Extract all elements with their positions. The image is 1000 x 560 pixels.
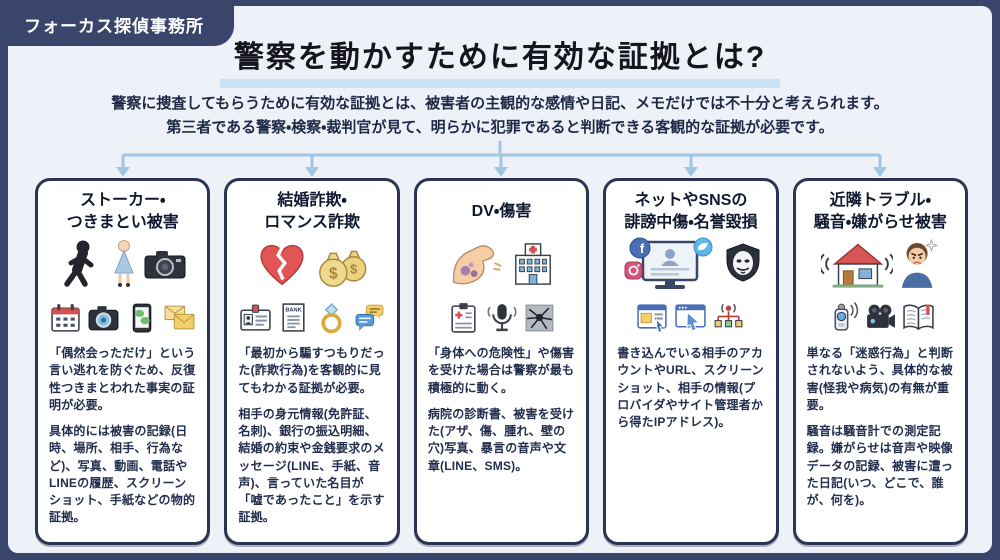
evidence-icons <box>614 296 767 338</box>
intro-text: 警察に捜査してもらうために有効な証拠とは、被害者の主観的な感情や日記、メモだけで… <box>0 92 1000 141</box>
card-body: 「偶然会っただけ」という言い逃れを防ぐため、反復性つきまとわれた事実の証明が必要… <box>49 346 196 525</box>
branch-arrows <box>116 141 887 177</box>
calendar-icon <box>51 303 80 332</box>
intro-line-2: 第三者である警察・検察・裁判官が見て、明らかに犯罪であると判断できる客観的な証拠… <box>166 119 834 137</box>
camera-icon <box>144 251 186 279</box>
money-bags-icon: $ $ <box>318 250 366 287</box>
bank-document-icon: BANK <box>282 302 305 332</box>
svg-text:$: $ <box>329 265 338 282</box>
evidence-cards: ストーカー・ つきまとい被害 <box>35 178 969 545</box>
id-card-icon <box>239 304 271 331</box>
page-title: 警察を動かすために有効な証拠とは? <box>0 32 1000 88</box>
main-icons <box>804 234 957 294</box>
card-neighbor-trouble: 近隣トラブル・ 騒音・嫌がらせ被害 <box>792 178 969 545</box>
diary-icon <box>903 304 934 330</box>
card-title: 近隣トラブル・ 騒音・嫌がらせ被害 <box>813 192 947 231</box>
card-title: ストーカー・ つきまとい被害 <box>66 192 179 231</box>
cracked-wall-icon <box>525 304 554 331</box>
ip-network-icon <box>715 303 743 327</box>
main-icons <box>46 234 199 294</box>
sound-meter-icon <box>834 301 858 331</box>
card-stalker: ストーカー・ つきまとい被害 <box>35 178 211 545</box>
evidence-icons <box>804 296 957 338</box>
medical-report-icon <box>451 302 476 333</box>
browser-cursor-icon <box>675 303 707 332</box>
card-sns-defamation: ネットやSNSの 誹謗中傷・名誉毀損 f <box>603 178 779 545</box>
svg-text:BANK: BANK <box>285 307 302 313</box>
ring-icon <box>321 302 342 333</box>
hospital-icon <box>515 243 551 285</box>
chat-bubbles-icon <box>355 304 384 331</box>
card-marriage-fraud: 結婚詐欺・ ロマンス詐欺 $ $ <box>224 178 400 545</box>
stalker-icon <box>63 240 94 287</box>
main-icons: $ $ <box>235 234 388 294</box>
noisy-house-icon <box>820 243 893 288</box>
svg-text:f: f <box>640 241 645 256</box>
microphone-icon <box>487 303 517 331</box>
intro-line-1: 警察に捜査してもらうために有効な証拠とは、被害者の主観的な感情や日記、メモだけで… <box>111 95 889 112</box>
card-title: ネットやSNSの 誹謗中傷・名誉毀損 <box>624 192 758 231</box>
card-body: 「身体への危険性」や傷害を受けた場合は警察が最も積極的に動く。 病院の診断書、被… <box>427 346 575 473</box>
evidence-icons: BANK <box>235 296 388 338</box>
victim-woman-icon <box>113 240 134 287</box>
card-title: 結婚詐欺・ ロマンス詐欺 <box>264 192 360 231</box>
browser-screenshot-icon <box>637 303 668 333</box>
evidence-icons <box>425 296 578 338</box>
main-icons <box>425 234 578 294</box>
camera-icon <box>88 305 119 330</box>
bruised-arm-icon <box>452 245 502 285</box>
card-title: DV・傷害 <box>471 203 532 221</box>
card-body: 「最初から騙すつもりだった(詐欺行為)を客観的に見てもわかる証拠が必要。 相手の… <box>238 346 385 525</box>
broken-heart-icon <box>260 244 304 286</box>
sns-monitor-icon: f <box>624 237 713 289</box>
card-body: 単なる「迷惑行為」と判断されないよう、具体的な被害(怪我や病気)の有無が重要。 … <box>806 346 954 508</box>
video-camera-icon <box>866 304 895 328</box>
phone-chat-icon <box>132 303 152 332</box>
main-icons: f <box>614 234 767 294</box>
angry-man-icon <box>901 238 938 288</box>
anonymous-mask-icon <box>726 243 760 282</box>
agency-badge: フォーカス探偵事務所 <box>8 6 234 46</box>
card-body: 書き込んでいる相手のアカウントやURL、スクリーンショット、相手の情報(プロバイ… <box>617 346 764 430</box>
svg-text:$: $ <box>350 263 357 277</box>
evidence-icons <box>46 296 199 338</box>
card-dv-assault: DV・傷害 <box>413 178 590 545</box>
mail-icon <box>164 305 195 329</box>
